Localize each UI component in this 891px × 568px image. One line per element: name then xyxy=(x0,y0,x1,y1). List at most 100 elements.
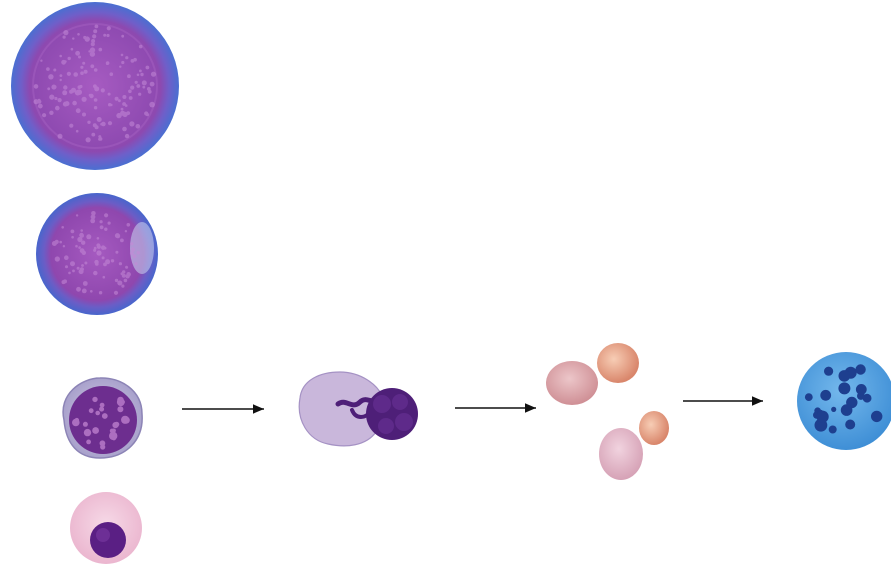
chromatin-speckle xyxy=(81,264,84,267)
chromatin-speckle xyxy=(99,225,104,230)
granule xyxy=(855,364,866,375)
chromatin-speckle xyxy=(82,61,86,65)
chromatin-speckle xyxy=(62,245,66,248)
chromatin-speckle xyxy=(89,51,96,57)
chromatin-speckle xyxy=(101,245,106,250)
chromatin-speckle xyxy=(114,278,119,283)
chromatin-speckle xyxy=(75,50,80,56)
chromatin-speckle xyxy=(82,421,88,427)
chromatin-speckle xyxy=(33,99,39,105)
chromatin-speckle xyxy=(81,96,87,102)
chromatin-speckle xyxy=(84,261,88,265)
chromatin-speckle xyxy=(107,221,111,225)
chromatin-speckle xyxy=(61,226,64,229)
blue-cell-with-dark-granules xyxy=(797,352,891,450)
chromatin-speckle xyxy=(90,290,93,293)
chromatin-speckle xyxy=(111,436,117,441)
chromatin-speckle xyxy=(49,110,54,116)
chromatin-speckle xyxy=(61,280,66,285)
chromatin-speckle xyxy=(62,90,68,96)
chromatin-speckle xyxy=(92,34,97,39)
chromatin-speckle xyxy=(71,235,74,239)
chromatin-speckle xyxy=(138,92,142,96)
chromatin-speckle xyxy=(91,132,96,137)
granule xyxy=(855,384,867,395)
chromatin-speckle xyxy=(92,396,98,403)
chromatin-speckle xyxy=(75,214,79,217)
chromatin-speckle xyxy=(119,281,123,284)
chromatin-speckle xyxy=(109,428,115,433)
chromatin-speckle xyxy=(81,240,86,245)
chromatin-speckle xyxy=(100,444,106,450)
chromatin-speckle xyxy=(142,85,146,89)
chromatin-speckle xyxy=(100,122,103,126)
chromatin-speckle xyxy=(72,37,75,40)
medium-blast-cell xyxy=(36,193,158,315)
chromatin-speckle xyxy=(59,78,62,82)
chromatin-speckle xyxy=(48,74,54,80)
chromatin-speckle xyxy=(118,99,121,103)
chromatin-speckle xyxy=(143,81,147,85)
chromatin-speckle xyxy=(149,101,155,108)
chromatin-speckle xyxy=(149,81,155,87)
chromatin-speckle xyxy=(63,85,68,90)
chromatin-speckle xyxy=(134,80,138,84)
chromatin-speckle xyxy=(136,251,140,255)
chromatin-speckle xyxy=(101,413,108,419)
chromatin-speckle xyxy=(117,406,124,413)
chromatin-speckle xyxy=(51,241,57,246)
chromatin-speckle xyxy=(84,36,90,42)
chromatin-speckle xyxy=(122,102,126,106)
chromatin-speckle xyxy=(120,238,124,243)
chromatin-speckle xyxy=(120,53,124,57)
chromatin-speckle xyxy=(122,126,127,132)
chromatin-speckle xyxy=(83,69,88,74)
chromatin-speckle xyxy=(47,87,51,91)
chromatin-speckle xyxy=(59,240,62,244)
chromatin-speckle xyxy=(140,72,144,77)
chromatin-speckle xyxy=(126,223,131,227)
granule xyxy=(845,419,856,430)
chromatin-speckle xyxy=(91,39,96,43)
chromatin-speckle xyxy=(64,255,69,260)
chromatin-speckle xyxy=(80,65,84,69)
chromatin-speckle xyxy=(85,137,91,143)
chromatin-speckle xyxy=(98,47,103,52)
chromatin-speckle xyxy=(150,71,157,77)
chromatin-speckle xyxy=(146,87,151,91)
granule xyxy=(862,393,872,403)
chromatin-speckle xyxy=(107,121,113,126)
chromatin-speckle xyxy=(133,57,137,62)
chromatin-speckle xyxy=(96,117,102,122)
chromatin-speckle xyxy=(121,60,125,65)
chromatin-speckle xyxy=(126,272,131,277)
chromatin-speckle xyxy=(99,137,103,141)
chromatin-speckle xyxy=(74,417,80,423)
chromatin-speckle xyxy=(82,112,86,117)
chromatin-speckle xyxy=(125,56,129,60)
chromatin-speckle xyxy=(96,250,102,256)
chromatin-speckle xyxy=(124,133,130,139)
chromatin-speckle xyxy=(128,96,133,100)
chromatin-speckle xyxy=(54,96,58,101)
chromatin-speckle xyxy=(147,89,152,94)
chromatin-speckle xyxy=(99,402,105,408)
chromatin-speckle xyxy=(110,259,115,263)
chromatin-speckle xyxy=(75,244,78,248)
chromatin-speckle xyxy=(37,103,43,109)
chromatin-speckle xyxy=(95,410,100,416)
chromatin-speckle xyxy=(122,270,126,274)
chromatin-speckle xyxy=(112,422,119,429)
chromatin-speckle xyxy=(77,33,80,36)
chromatin-speckle xyxy=(67,56,71,61)
chromatin-speckle xyxy=(119,65,122,68)
chromatin-speckle xyxy=(79,232,84,238)
chromatin-speckle xyxy=(81,250,87,255)
chromatin-speckle xyxy=(121,284,125,288)
chromatin-speckle xyxy=(73,72,78,77)
chromatin-speckle xyxy=(70,47,74,51)
granule xyxy=(804,393,813,401)
chromatin-speckle xyxy=(76,89,82,95)
chromatin-speckle xyxy=(53,68,57,72)
